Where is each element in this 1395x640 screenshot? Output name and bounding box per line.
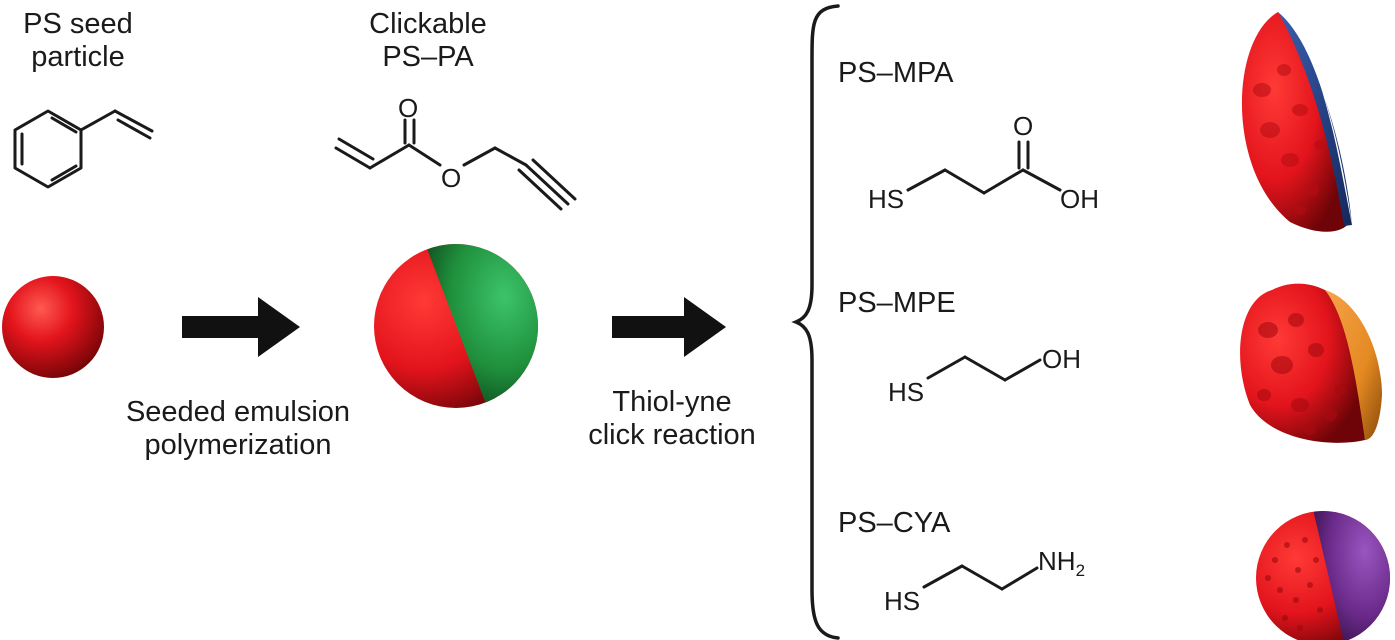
mpa-o: O xyxy=(1013,111,1033,141)
curly-brace xyxy=(791,4,840,640)
mercaptopropionic-acid-structure xyxy=(906,140,1062,195)
janus-particle-ps-pa xyxy=(374,244,538,408)
particle-ps-mpa xyxy=(1241,12,1352,232)
step1-label-line2: polymerization xyxy=(144,429,332,461)
particle-ps-mpe xyxy=(1240,283,1382,443)
monomer-label-line2: PS–PA xyxy=(382,41,474,73)
mpa-oh: OH xyxy=(1060,184,1099,214)
mpa-hs: HS xyxy=(868,184,904,214)
seed-label: PS seed particle xyxy=(8,8,148,74)
product-name-mpe: PS–MPE xyxy=(838,287,956,319)
monomer-label: Clickable PS–PA xyxy=(338,8,518,74)
seed-label-line2: particle xyxy=(31,41,125,73)
cysteamine-structure xyxy=(922,564,1039,591)
cya-hs: HS xyxy=(884,586,920,616)
right-arrow-2 xyxy=(612,297,726,357)
pa-ester-o: O xyxy=(441,163,461,193)
step1-label: Seeded emulsion polymerization xyxy=(98,396,378,462)
seed-label-line1: PS seed xyxy=(23,8,133,40)
step2-label: Thiol-yne click reaction xyxy=(562,386,782,452)
particle-ps-cya xyxy=(1256,511,1390,640)
product-name-cya: PS–CYA xyxy=(838,507,951,539)
seed-particle xyxy=(2,276,104,378)
propargyl-acrylate-structure xyxy=(334,118,577,211)
mpe-oh: OH xyxy=(1042,344,1081,374)
mercaptoethanol-structure xyxy=(926,355,1042,382)
monomer-label-line1: Clickable xyxy=(369,8,487,40)
step2-label-line2: click reaction xyxy=(588,419,756,451)
mpe-hs: HS xyxy=(888,377,924,407)
styrene-structure xyxy=(13,109,154,189)
cya-nh: NH2 xyxy=(1038,546,1085,580)
right-arrow xyxy=(182,297,300,357)
pa-carbonyl-o: O xyxy=(398,93,418,123)
step2-label-line1: Thiol-yne xyxy=(612,386,732,418)
product-name-mpa: PS–MPA xyxy=(838,57,954,89)
step1-label-line1: Seeded emulsion xyxy=(125,396,351,428)
